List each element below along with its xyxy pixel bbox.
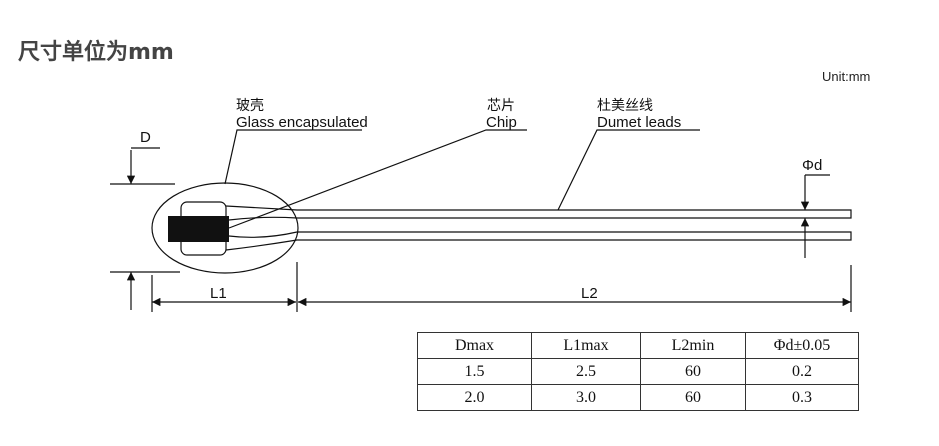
chip-label-cn: 芯片 bbox=[487, 98, 515, 114]
header-l1max: L1max bbox=[531, 332, 641, 359]
table-cell: 60 bbox=[640, 384, 746, 411]
table-cell: 3.0 bbox=[531, 384, 641, 411]
table-cell: 1.5 bbox=[417, 358, 532, 385]
d-label: D bbox=[140, 129, 151, 146]
chip bbox=[168, 216, 229, 242]
table-cell: 0.3 bbox=[745, 384, 859, 411]
table-header-row: Dmax L1max L2min Φd±0.05 bbox=[417, 332, 859, 359]
header-phid: Φd±0.05 bbox=[745, 332, 859, 359]
glass-label-cn: 玻壳 bbox=[236, 97, 264, 114]
table-cell: 2.0 bbox=[417, 384, 532, 411]
dimension-table: Dmax L1max L2min Φd±0.05 1.5 2.5 60 0.2 … bbox=[417, 332, 859, 411]
unit-label: Unit:mm bbox=[822, 69, 871, 84]
leads-label-cn: 杜美丝线 bbox=[597, 98, 653, 114]
l2-label: L2 bbox=[581, 285, 598, 302]
table-row: 1.5 2.5 60 0.2 bbox=[417, 358, 859, 385]
phid-label: Φd bbox=[802, 157, 822, 174]
header-dmax: Dmax bbox=[417, 332, 532, 359]
glass-label-en: Glass encapsulated bbox=[236, 114, 368, 131]
l1-label: L1 bbox=[210, 285, 227, 302]
table-cell: 0.2 bbox=[745, 358, 859, 385]
chip-label-en: Chip bbox=[486, 114, 517, 131]
table-cell: 60 bbox=[640, 358, 746, 385]
page-title: 尺寸单位为mm bbox=[18, 40, 174, 65]
leads-label-en: Dumet leads bbox=[597, 114, 681, 131]
table-cell: 2.5 bbox=[531, 358, 641, 385]
header-l2min: L2min bbox=[640, 332, 746, 359]
table-row: 2.0 3.0 60 0.3 bbox=[417, 384, 859, 411]
